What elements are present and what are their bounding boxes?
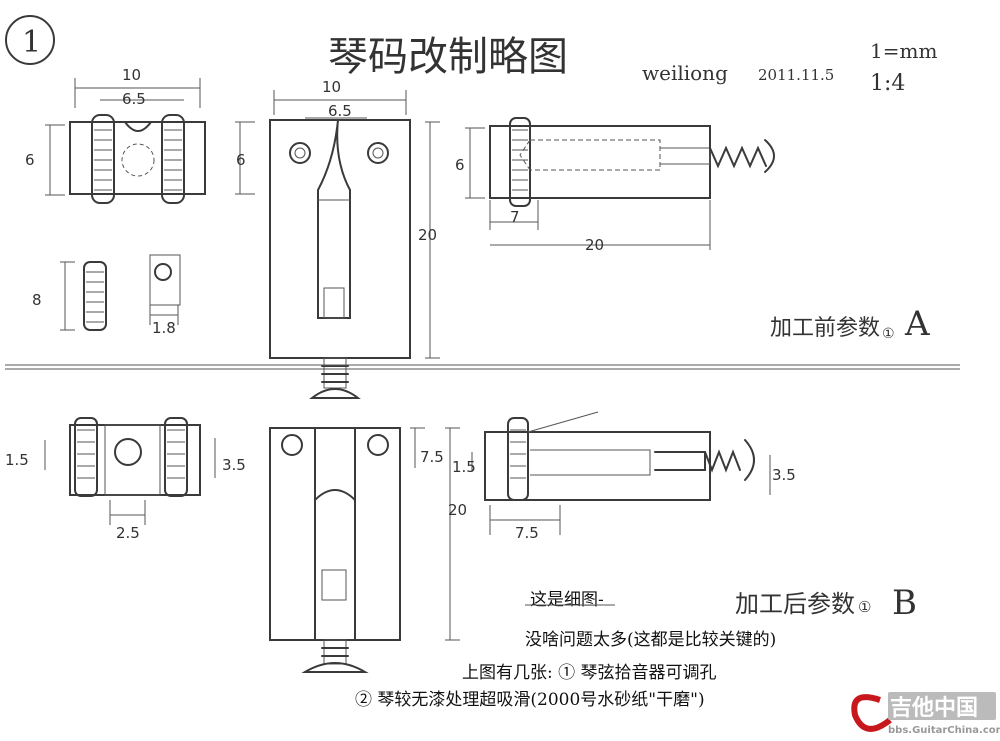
dim-b-left-a: 1.5	[5, 451, 29, 469]
watermark-logo: 吉他中国 bbs.GuitarChina.com	[851, 692, 1000, 736]
dim-a-center-width: 10	[322, 78, 341, 96]
notes-line-3: ② 琴较无漆处理超吸滑(2000号水砂纸"干磨")	[355, 690, 705, 710]
dim-b-right-a: 1.5	[452, 458, 476, 476]
dim-b-right-offset: 7.5	[515, 524, 539, 542]
section-a-circle: ①	[882, 326, 895, 342]
section-a-label: 加工前参数	[770, 316, 880, 341]
section-b-label: 加工后参数	[735, 590, 855, 618]
dim-a-small-hole: 1.8	[152, 319, 176, 337]
dim-b-center-height: 20	[448, 501, 467, 519]
guitar-china-logo-icon	[851, 694, 892, 732]
dim-a-center-height: 20	[418, 226, 437, 244]
dim-a-center-inner: 6.5	[328, 102, 352, 120]
watermark-site: bbs.GuitarChina.com	[888, 725, 1000, 736]
dim-a-left-inner: 6.5	[122, 90, 146, 108]
view-a-right-side	[465, 117, 775, 250]
dim-b-right-b: 3.5	[772, 466, 796, 484]
section-a-letter: A	[904, 304, 930, 344]
section-b-letter: B	[892, 583, 917, 623]
view-b-left	[44, 417, 216, 525]
notes-line-1: 没啥问题太多(这都是比较关键的)	[525, 630, 776, 650]
dim-a-right-height: 6	[455, 156, 465, 174]
section-divider	[5, 364, 960, 370]
view-a-center-top	[235, 90, 440, 399]
drawing-date: 2011.11.5	[758, 66, 834, 84]
dim-a-right-offset: 7	[510, 208, 520, 226]
notes-heading: 这是细图-	[530, 590, 604, 610]
watermark-name: 吉他中国	[890, 695, 978, 721]
dim-b-left-b: 3.5	[222, 456, 246, 474]
drawing-title: 琴码改制略图	[328, 34, 568, 80]
view-b-right	[471, 411, 771, 535]
dim-a-center-top: 6	[236, 151, 246, 169]
notes-line-2: 上图有几张: ① 琴弦拾音器可调孔	[462, 663, 717, 683]
dim-b-center-top: 7.5	[420, 448, 444, 466]
section-b-circle: ①	[858, 598, 871, 616]
view-a-screw-side	[60, 254, 181, 331]
dim-a-right-length: 20	[585, 236, 604, 254]
dim-a-left-width: 10	[122, 66, 141, 84]
scale-ratio: 1:4	[870, 71, 905, 96]
sheet-number-circle	[5, 15, 55, 65]
view-b-center	[269, 427, 460, 673]
sheet-number: 1	[22, 25, 41, 60]
view-a-left-top	[45, 78, 206, 204]
scale-unit: 1=mm	[870, 39, 937, 63]
dim-b-left-width: 2.5	[116, 524, 140, 542]
author-name: weiliong	[642, 61, 728, 85]
dim-a-small-height: 8	[32, 291, 42, 309]
dim-a-left-height: 6	[25, 151, 35, 169]
